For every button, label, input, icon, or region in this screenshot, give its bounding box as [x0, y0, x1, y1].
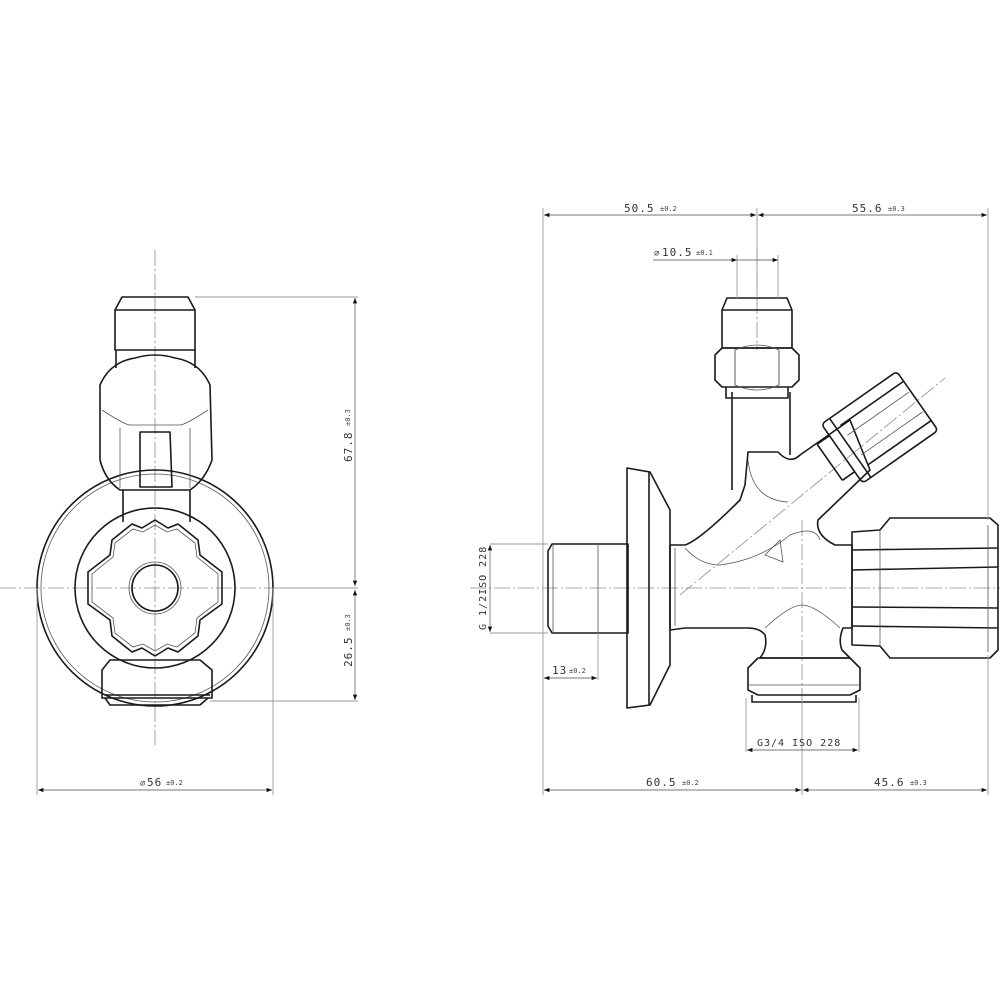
svg-text:±0.2: ±0.2: [682, 779, 699, 787]
dim-bottom-right: 45.6 ±0.3: [874, 776, 927, 789]
svg-text:G3/4 ISO 228: G3/4 ISO 228: [757, 738, 841, 749]
side-knob: [851, 517, 999, 659]
dim-top-right: 55.6 ±0.3: [852, 202, 905, 215]
bottom-outlet: [747, 657, 861, 696]
svg-text:13: 13: [552, 664, 567, 677]
dim-bottom-left: 60.5 ±0.2: [646, 776, 699, 789]
svg-text:±0.3: ±0.3: [344, 614, 352, 631]
valve-body: [669, 419, 871, 659]
svg-text:10.5: 10.5: [662, 246, 693, 259]
svg-text:±0.3: ±0.3: [910, 779, 927, 787]
dim-outlet-diameter: ⌀ 10.5 ±0.1: [654, 246, 713, 259]
svg-text:67.8: 67.8: [342, 432, 355, 463]
dim-inlet-length: 13 ±0.2: [552, 664, 586, 677]
svg-text:G 1/2ISO 228: G 1/2ISO 228: [478, 546, 489, 630]
dim-outlet-thread: G3/4 ISO 228: [757, 738, 841, 749]
center-hub: [131, 564, 179, 612]
hex-nut: [714, 347, 800, 388]
svg-text:45.6: 45.6: [874, 776, 905, 789]
upper-knob: [99, 354, 213, 491]
dim-height-upper: 67.8 ±0.3: [342, 409, 355, 462]
body-circle: [74, 507, 236, 669]
svg-text:±0.2: ±0.2: [569, 667, 586, 675]
svg-text:50.5: 50.5: [624, 202, 655, 215]
svg-text:56: 56: [147, 776, 162, 789]
svg-text:⌀: ⌀: [654, 249, 660, 259]
dim-top-left: 50.5 ±0.2: [624, 202, 677, 215]
angled-knob: [816, 372, 938, 483]
svg-text:±0.3: ±0.3: [888, 205, 905, 213]
side-view: 50.5 ±0.2 55.6 ±0.3 ⌀ 10.5 ±0.1 G 1/2ISO…: [470, 202, 1000, 795]
star-handle: [87, 519, 223, 657]
svg-text:55.6: 55.6: [852, 202, 883, 215]
svg-text:±0.2: ±0.2: [660, 205, 677, 213]
svg-text:±0.1: ±0.1: [696, 249, 713, 257]
svg-text:±0.2: ±0.2: [166, 779, 183, 787]
inlet-thread: [547, 543, 629, 634]
front-view: 67.8 ±0.3 26.5 ±0.3 ⌀ 56 ±0.2: [0, 250, 358, 795]
svg-text:⌀: ⌀: [140, 779, 146, 789]
dim-diameter: ⌀ 56 ±0.2: [140, 776, 183, 789]
svg-text:26.5: 26.5: [342, 637, 355, 668]
svg-text:60.5: 60.5: [646, 776, 677, 789]
bottom-outlet: [101, 659, 213, 699]
dim-height-lower: 26.5 ±0.3: [342, 614, 355, 667]
svg-text:±0.3: ±0.3: [344, 409, 352, 426]
wall-flange: [626, 467, 671, 709]
dim-inlet-thread: G 1/2ISO 228: [478, 546, 489, 630]
